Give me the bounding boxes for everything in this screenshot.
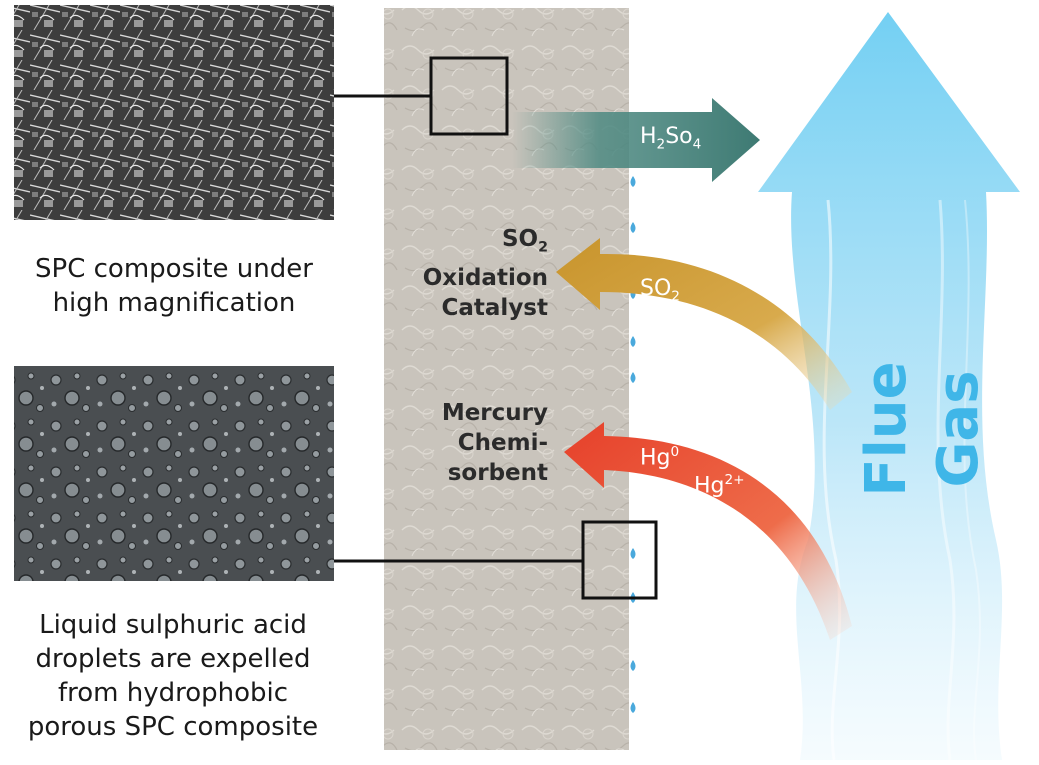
label-h2so4: H2So4 [640,124,702,153]
callout-box-bottom [581,520,658,600]
label-so2-oxidation-catalyst: SO2 Oxidation Catalyst [422,226,548,321]
caption-sem: SPC composite under high magnification [35,254,313,318]
callout-box-top [429,56,509,136]
sem-micrograph-image [14,5,334,220]
flue-gas-label: Flue Gas [854,361,991,497]
caption-droplets: Liquid sulphuric acid droplets are expel… [27,610,319,742]
h2so4-arrow [512,98,760,182]
label-mercury-chemisorbent: Mercury Chemi- sorbent [441,400,548,486]
label-hg2plus: Hg2+ [694,472,745,499]
hg-arrow [564,422,852,640]
label-so2: SO2 [640,276,680,305]
so2-arrow [556,238,852,410]
label-hg0: Hg0 [640,444,680,471]
acid-droplets-image [14,366,334,581]
